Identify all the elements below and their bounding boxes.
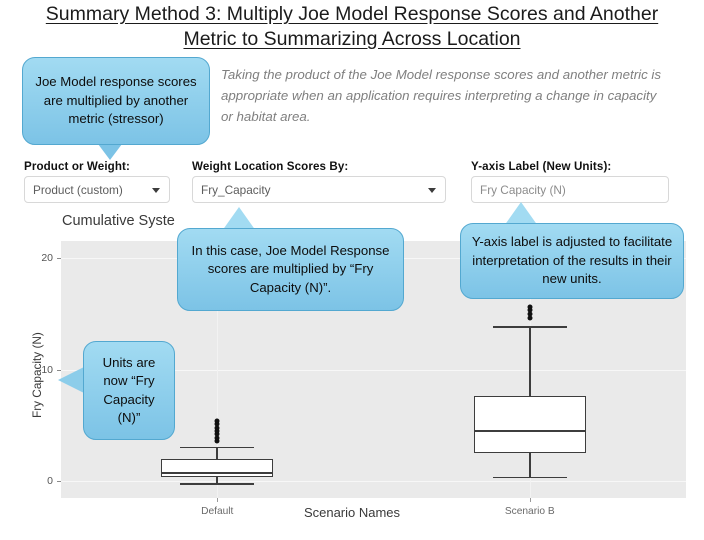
- intro-paragraph: Taking the product of the Joe Model resp…: [221, 67, 662, 124]
- y-axis-tick-mark: [57, 481, 61, 483]
- boxplot-outlier-point: [214, 438, 220, 444]
- x-axis-tick-mark: [217, 498, 219, 502]
- label-y-axis: Y-axis Label (New Units):: [471, 160, 612, 173]
- boxplot-outlier-point: [214, 418, 220, 424]
- callout-tail-up: [222, 207, 256, 231]
- boxplot-whisker-cap: [180, 446, 255, 449]
- product-or-weight-value: Product (custom): [33, 182, 123, 197]
- chart-title: Cumulative Syste: [62, 213, 175, 229]
- page-title-line-1: Summary Method 3: Multiply Joe Model Res…: [45, 3, 659, 25]
- grid-line: [61, 369, 686, 371]
- callout-tail-left: [58, 367, 84, 393]
- x-axis-tick-mark: [529, 498, 531, 502]
- x-axis-title: Scenario Names: [303, 505, 401, 520]
- callout-yaxis-adjusted: Y-axis label is adjusted to facilitate i…: [460, 223, 684, 299]
- boxplot-whisker-cap: [492, 325, 567, 328]
- boxplot-outlier-point: [527, 304, 533, 310]
- callout-units-now: Units are now “Fry Capacity (N)”: [83, 341, 175, 440]
- label-product-or-weight: Product or Weight:: [24, 160, 130, 173]
- weight-location-scores-by-select[interactable]: Fry_Capacity: [192, 176, 446, 203]
- boxplot-iqr-box: [473, 396, 586, 454]
- callout-joe-model-metric: Joe Model response scores are multiplied…: [22, 57, 210, 145]
- boxplot-outlier-point: [214, 421, 220, 427]
- boxplot-outlier-point: [214, 428, 220, 434]
- callout-fry-capacity-multiply: In this case, Joe Model Response scores …: [177, 228, 404, 311]
- boxplot-outlier-point: [214, 435, 220, 441]
- callout-tail-down: [95, 140, 125, 160]
- y-axis-tick-mark: [57, 257, 61, 259]
- boxplot-outlier-point: [214, 431, 220, 437]
- boxplot-outlier-point: [527, 315, 533, 321]
- boxplot-outlier-point: [527, 311, 533, 317]
- product-or-weight-select[interactable]: Product (custom): [24, 176, 170, 203]
- grid-line: [61, 481, 686, 483]
- y-axis-tick-label: 20: [41, 251, 53, 264]
- y-axis-tick-label: 10: [41, 363, 53, 376]
- page-title: Summary Method 3: Multiply Joe Model Res…: [0, 2, 704, 52]
- x-axis-tick-label: Default: [201, 506, 234, 517]
- boxplot-whisker-cap: [492, 476, 567, 479]
- y-axis-title: Fry Capacity (N): [30, 331, 44, 418]
- boxplot-median-line: [161, 472, 274, 475]
- boxplot-median-line: [473, 429, 586, 432]
- boxplot-whisker-cap: [180, 483, 255, 486]
- y-axis-label-input[interactable]: Fry Capacity (N): [471, 176, 669, 203]
- label-weight-location-scores-by: Weight Location Scores By:: [192, 160, 349, 173]
- grid-line: [217, 241, 219, 498]
- x-axis-tick-label: Scenario B: [504, 506, 555, 517]
- chevron-down-icon: [152, 187, 160, 193]
- page-title-line-2: Metric to Summarizing Across Location: [183, 28, 521, 50]
- weight-location-scores-by-value: Fry_Capacity: [201, 182, 271, 197]
- chevron-down-icon: [428, 187, 436, 193]
- callout-tail-up: [504, 202, 538, 226]
- boxplot-outlier-point: [214, 425, 220, 431]
- y-axis-tick-label: 0: [47, 475, 53, 488]
- y-axis-label-value: Fry Capacity (N): [480, 182, 566, 197]
- boxplot-iqr-box: [161, 458, 274, 478]
- boxplot-outlier-point: [527, 307, 533, 313]
